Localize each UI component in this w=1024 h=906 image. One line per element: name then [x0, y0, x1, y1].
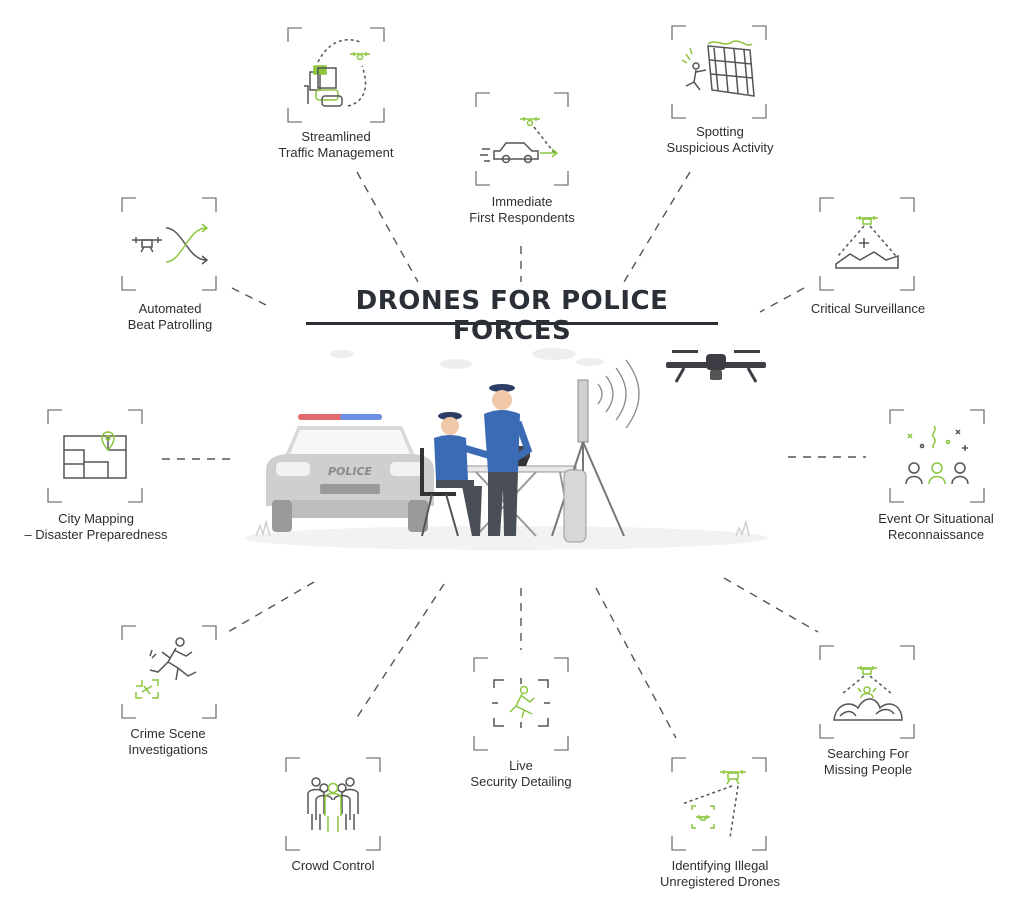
label-illegal-line1: Identifying Illegal [671, 858, 769, 873]
label-event: Event Or Situational Reconnaissance [856, 511, 1016, 543]
running-suspect-icon [135, 637, 197, 699]
connector-patrol [231, 287, 273, 309]
frame-event [889, 409, 985, 503]
label-traffic-line2: Traffic Management [278, 145, 394, 160]
police-officers-icon [434, 384, 533, 536]
frame-crowd [285, 757, 381, 851]
label-crime: Crime Scene Investigations [88, 726, 248, 758]
patrol-drone-icon [132, 223, 209, 265]
fence-climber-icon [681, 40, 755, 97]
crowd-people-icon [307, 777, 359, 832]
search-people-icon [833, 666, 903, 721]
label-patrol-line2: Beat Patrolling [127, 317, 213, 332]
frame-security [473, 657, 569, 751]
label-crowd: Crowd Control [253, 858, 413, 874]
label-crowd-line1: Crowd Control [291, 858, 375, 873]
connector-crime [227, 581, 315, 633]
label-illegal: Identifying Illegal Unregistered Drones [638, 858, 802, 890]
label-mapping: City Mapping – Disaster Preparedness [14, 511, 178, 543]
label-missing: Searching For Missing People [788, 746, 948, 778]
illegal-drone-icon [681, 770, 746, 839]
label-traffic: Streamlined Traffic Management [256, 129, 416, 161]
central-illustration: POLICE [244, 348, 768, 550]
label-first-line2: First Respondents [469, 210, 575, 225]
label-illegal-line2: Unregistered Drones [660, 874, 780, 889]
quadcopter-drone-icon [666, 350, 766, 383]
label-crime-line2: Investigations [128, 742, 208, 757]
frame-traffic [287, 27, 385, 123]
frame-illegal [671, 757, 767, 851]
police-car-icon: POLICE [266, 414, 434, 532]
label-mapping-line2: – Disaster Preparedness [24, 527, 168, 542]
frame-patrol [121, 197, 217, 291]
label-crime-line1: Crime Scene [130, 726, 206, 741]
label-first-line1: Immediate [491, 194, 553, 209]
label-traffic-line1: Streamlined [301, 129, 371, 144]
label-security: Live Security Detailing [441, 758, 601, 790]
label-spotting-line2: Suspicious Activity [666, 140, 774, 155]
frame-surveillance [819, 197, 915, 291]
frame-spotting [671, 25, 767, 119]
label-spotting-line1: Spotting [696, 124, 744, 139]
map-pin-icon [63, 431, 127, 479]
frame-missing [819, 645, 915, 739]
connector-crowd [353, 583, 445, 723]
car-label: POLICE [328, 465, 373, 478]
label-first: Immediate First Respondents [440, 194, 604, 226]
label-surveillance: Critical Surveillance [788, 301, 948, 317]
frame-crime [121, 625, 217, 719]
page-title: DRONES FOR POLICE FORCES [355, 286, 669, 346]
title-underline [306, 322, 718, 325]
connector-traffic [356, 171, 419, 283]
label-event-line1: Event Or Situational [878, 511, 994, 526]
clouds [330, 348, 604, 369]
label-security-line2: Security Detailing [470, 774, 572, 789]
label-spotting: Spotting Suspicious Activity [640, 124, 800, 156]
label-surveillance-line1: Critical Surveillance [810, 301, 926, 316]
label-event-line2: Reconnaissance [887, 527, 985, 542]
antenna-tripod-icon [551, 359, 640, 543]
label-missing-line2: Missing People [823, 762, 913, 777]
frame-mapping [47, 409, 143, 503]
label-missing-line1: Searching For [827, 746, 909, 761]
crowd-event-icon [905, 425, 969, 485]
connector-missing [723, 577, 819, 633]
ground-shadow [244, 526, 768, 550]
car-drone-icon [480, 117, 559, 164]
security-target-icon [492, 678, 550, 728]
label-security-line1: Live [509, 758, 533, 773]
frame-first [475, 92, 569, 186]
surveillance-drone-icon [835, 216, 899, 269]
connector-spotting [623, 171, 691, 283]
connector-illegal [595, 587, 677, 739]
label-patrol-line1: Automated [138, 301, 202, 316]
label-mapping-line1: City Mapping [58, 511, 134, 526]
traffic-drone-icon [304, 39, 370, 107]
label-patrol: Automated Beat Patrolling [90, 301, 250, 333]
